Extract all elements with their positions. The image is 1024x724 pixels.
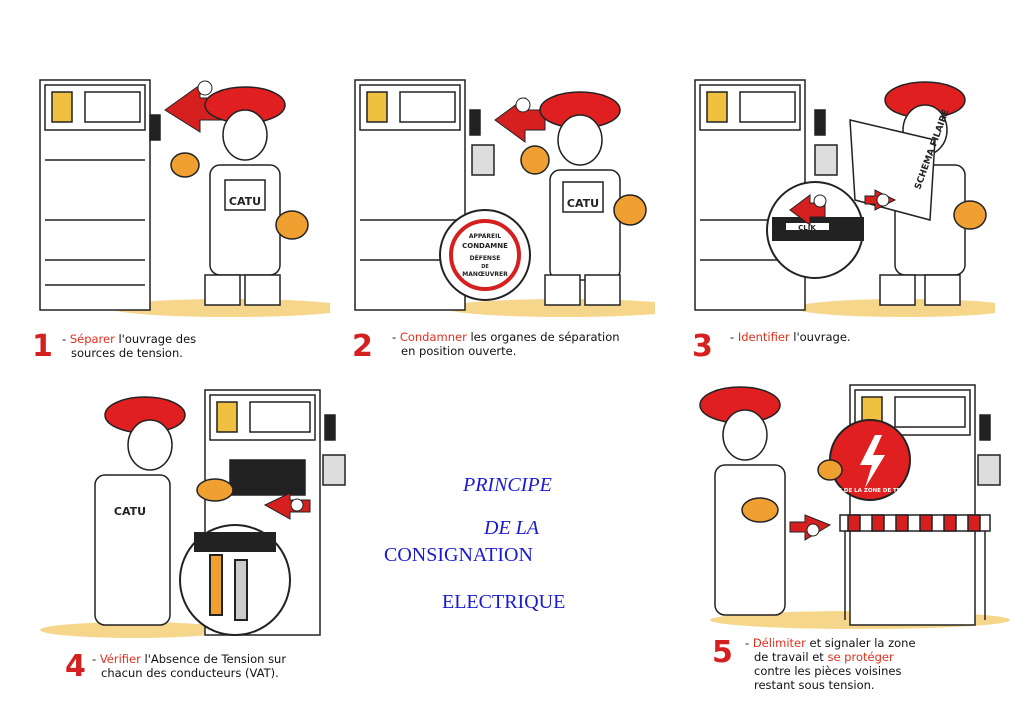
highlighted-keyword: Identifier — [737, 330, 790, 344]
highlighted-keyword: se protéger — [827, 650, 894, 664]
step-5-illustration: LIMITE DE LA ZONE DE TRAVAIL — [690, 380, 1010, 630]
svg-text:CLIK: CLIK — [798, 224, 816, 232]
caption-line: - Condamner les organes de séparation — [392, 330, 620, 344]
highlighted-keyword: Vérifier — [99, 652, 141, 666]
caption-line: - Délimiter et signaler la zone — [745, 636, 916, 650]
step-number-5: 5 — [712, 635, 733, 670]
worker-figure — [699, 386, 843, 616]
title-line-3: CONSIGNATION — [384, 544, 533, 566]
svg-text:LIMITE DE LA ZONE DE TRAVAIL: LIMITE DE LA ZONE DE TRAVAIL — [821, 488, 919, 494]
step-number-4: 4 — [65, 649, 86, 684]
red-arrow-3a — [789, 194, 827, 226]
wiring-diagram-sheet — [849, 119, 936, 221]
step-caption-3: - Identifier l'ouvrage. — [730, 330, 851, 344]
step-number-2: 2 — [352, 329, 373, 364]
caption-line: contre les pièces voisines — [754, 664, 902, 678]
caption-line: en position ouverte. — [401, 344, 517, 358]
title-line-1: PRINCIPE — [463, 474, 552, 496]
svg-text:DE: DE — [481, 264, 489, 270]
title-line-2: DE LA — [484, 517, 539, 539]
caption-line: - Identifier l'ouvrage. — [730, 330, 851, 344]
highlighted-keyword: Séparer — [69, 332, 115, 346]
step-1-illustration: CATU — [30, 70, 330, 320]
caption-line: - Vérifier l'Absence de Tension sur — [92, 652, 287, 666]
red-arrow-2 — [494, 97, 546, 143]
padlock-tag-zoom — [439, 209, 531, 301]
red-arrow-1 — [164, 80, 226, 133]
step-number-3: 3 — [692, 329, 713, 364]
svg-text:DÉFENSE: DÉFENSE — [470, 254, 501, 262]
vat-zoom — [179, 524, 291, 636]
step-4-illustration: CATU — [35, 385, 355, 640]
electrical-cabinet — [39, 79, 161, 311]
highlighted-keyword: Condamner — [399, 330, 467, 344]
svg-text:CATU: CATU — [567, 197, 599, 210]
caption-line: de travail et se protéger — [754, 650, 894, 664]
red-arrow-3b — [864, 189, 897, 211]
red-arrow-5 — [789, 514, 832, 541]
red-arrow-4 — [263, 492, 311, 520]
highlighted-keyword: Délimiter — [752, 636, 806, 650]
worker-figure — [170, 86, 309, 306]
step-2-illustration: APPAREIL CONDAMNE DÉFENSE DE MANŒUVRER C… — [345, 70, 655, 320]
svg-text:CONDAMNE: CONDAMNE — [462, 242, 508, 250]
step-number-1: 1 — [32, 329, 53, 364]
electrical-cabinet — [694, 79, 838, 311]
caption-line: chacun des conducteurs (VAT). — [101, 666, 279, 680]
catu-label: CATU — [229, 195, 261, 208]
caption-line: sources de tension. — [71, 346, 183, 360]
worker-figure — [520, 91, 647, 306]
title-line-4: ELECTRIQUE — [442, 591, 566, 613]
worker-figure — [849, 81, 987, 306]
svg-text:MANŒUVRER: MANŒUVRER — [462, 271, 508, 278]
caption-line: - Séparer l'ouvrage des — [62, 332, 197, 346]
caption-line: restant sous tension. — [754, 678, 875, 692]
barrier-tape — [839, 514, 991, 620]
step-3-illustration: CLIK SCHEMA FILAIRE — [685, 70, 995, 320]
svg-text:APPAREIL: APPAREIL — [469, 233, 501, 240]
svg-text:CATU: CATU — [114, 505, 146, 518]
worker-figure — [94, 396, 234, 626]
